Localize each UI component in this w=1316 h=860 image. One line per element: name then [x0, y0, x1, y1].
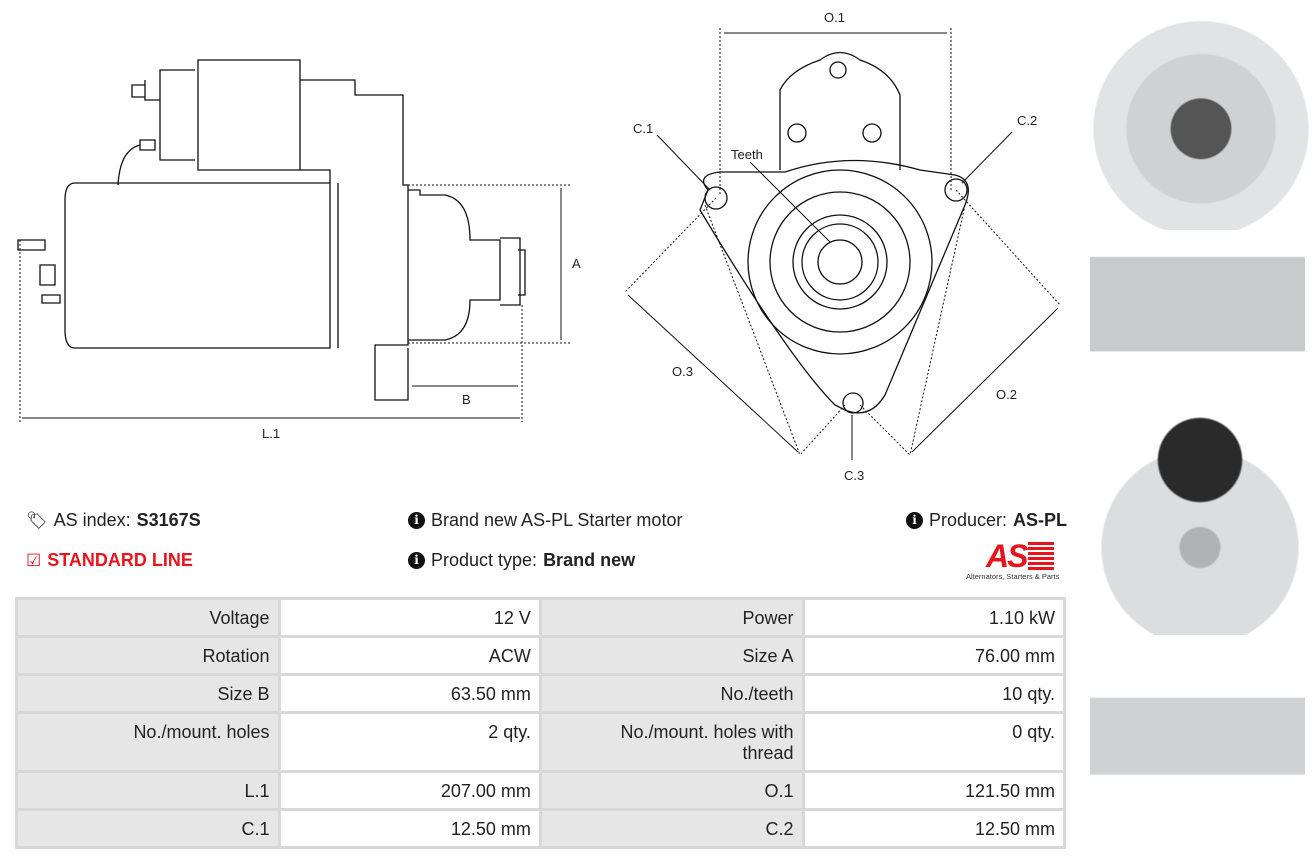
info-icon: i [408, 552, 425, 569]
spec-value: 207.00 mm [277, 770, 542, 811]
tags-icon: 🏷 [26, 510, 48, 530]
description-text: Brand new AS-PL Starter motor [431, 510, 683, 530]
spec-label: No./mount. holes with thread [538, 711, 805, 773]
dim-b-label: B [462, 392, 471, 407]
product-photo-side [1090, 648, 1305, 788]
dim-o2-label: O.2 [996, 387, 1017, 402]
logo-text: AS [986, 538, 1028, 574]
dim-c1-label: C.1 [633, 121, 653, 136]
spec-value: 12.50 mm [801, 808, 1067, 849]
as-index: 🏷 AS index: S3167S [26, 510, 201, 531]
dim-o3-label: O.3 [672, 364, 693, 379]
spec-label: Power [538, 597, 805, 638]
spec-value: 76.00 mm [801, 635, 1067, 676]
info-icon: i [906, 512, 923, 529]
dim-l1-label: L.1 [262, 426, 280, 441]
spec-label: Rotation [15, 635, 281, 676]
spec-label: C.1 [15, 808, 281, 849]
product-type: i Product type: Brand new [408, 550, 635, 571]
logo-stripes [1028, 542, 1054, 570]
product-photo-front [1093, 5, 1309, 230]
producer: i Producer: AS-PL [906, 510, 1067, 531]
dim-a-label: A [572, 256, 581, 271]
as-pl-logo: AS Alternators, Starters & Parts [966, 538, 1068, 582]
spec-label: O.1 [538, 770, 805, 811]
info-icon: i [408, 512, 425, 529]
spec-label: Voltage [15, 597, 281, 638]
spec-value: 63.50 mm [277, 673, 542, 714]
spec-value: ACW [277, 635, 542, 676]
front-view-diagram: O.1 C.1 C.2 Teeth O.3 O.2 C.3 [624, 10, 1061, 483]
spec-label: No./teeth [538, 673, 805, 714]
spec-value: 2 qty. [277, 711, 542, 773]
producer-label: Producer: [929, 510, 1008, 530]
spec-value: 1.10 kW [801, 597, 1067, 638]
spec-value: 12.50 mm [277, 808, 542, 849]
side-view-diagram: A B L.1 [17, 59, 581, 441]
as-index-label: AS index: [53, 510, 131, 530]
as-index-value: S3167S [136, 510, 201, 530]
spec-label: C.2 [538, 808, 805, 849]
dim-c3-label: C.3 [844, 468, 864, 483]
description: i Brand new AS-PL Starter motor [408, 510, 682, 531]
spec-value: 121.50 mm [801, 770, 1067, 811]
line-label: STANDARD LINE [47, 550, 193, 570]
dim-o1-label: O.1 [824, 10, 845, 25]
product-type-value: Brand new [543, 550, 636, 570]
spec-value: 0 qty. [801, 711, 1067, 773]
producer-value: AS-PL [1013, 510, 1068, 530]
product-photo-side-label [1090, 236, 1305, 371]
teeth-label: Teeth [731, 147, 763, 162]
spec-label: Size A [538, 635, 805, 676]
product-type-label: Product type: [431, 550, 538, 570]
spec-value: 12 V [277, 597, 542, 638]
logo-tagline: Alternators, Starters & Parts [966, 572, 1060, 581]
product-photo-rear [1092, 385, 1308, 635]
standard-line: ☑ STANDARD LINE [26, 550, 193, 571]
dim-c2-label: C.2 [1017, 113, 1037, 128]
spec-value: 10 qty. [801, 673, 1067, 714]
spec-label: No./mount. holes [15, 711, 281, 773]
checkbox-checked-icon: ☑ [26, 550, 42, 570]
spec-label: Size B [15, 673, 281, 714]
spec-label: L.1 [15, 770, 281, 811]
